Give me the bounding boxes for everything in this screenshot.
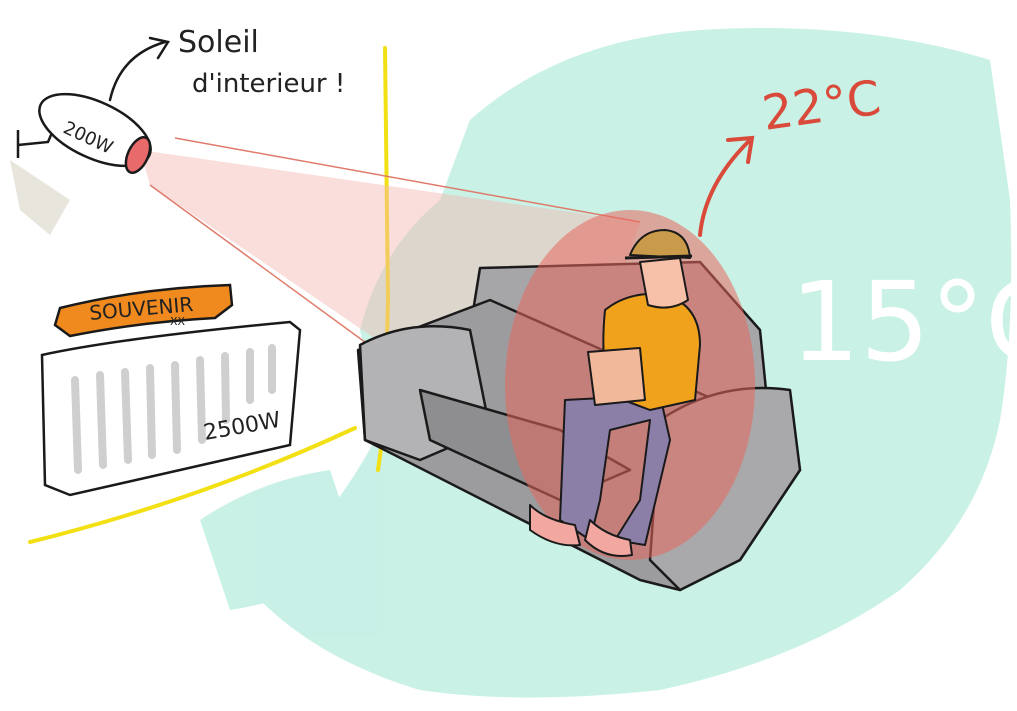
heat-lamp <box>10 92 152 235</box>
room-temperature-label: 15°C <box>790 258 1017 386</box>
temperature-arrow <box>698 135 755 237</box>
caption-arrow <box>108 36 170 102</box>
lamp-caption-line2: d'interieur ! <box>192 69 345 99</box>
person-reading <box>529 229 701 557</box>
lamp-caption-line1: Soleil <box>178 25 259 60</box>
radiator <box>40 320 302 497</box>
souvenir-sign <box>53 283 234 338</box>
sign-subtext: XX <box>170 315 186 328</box>
